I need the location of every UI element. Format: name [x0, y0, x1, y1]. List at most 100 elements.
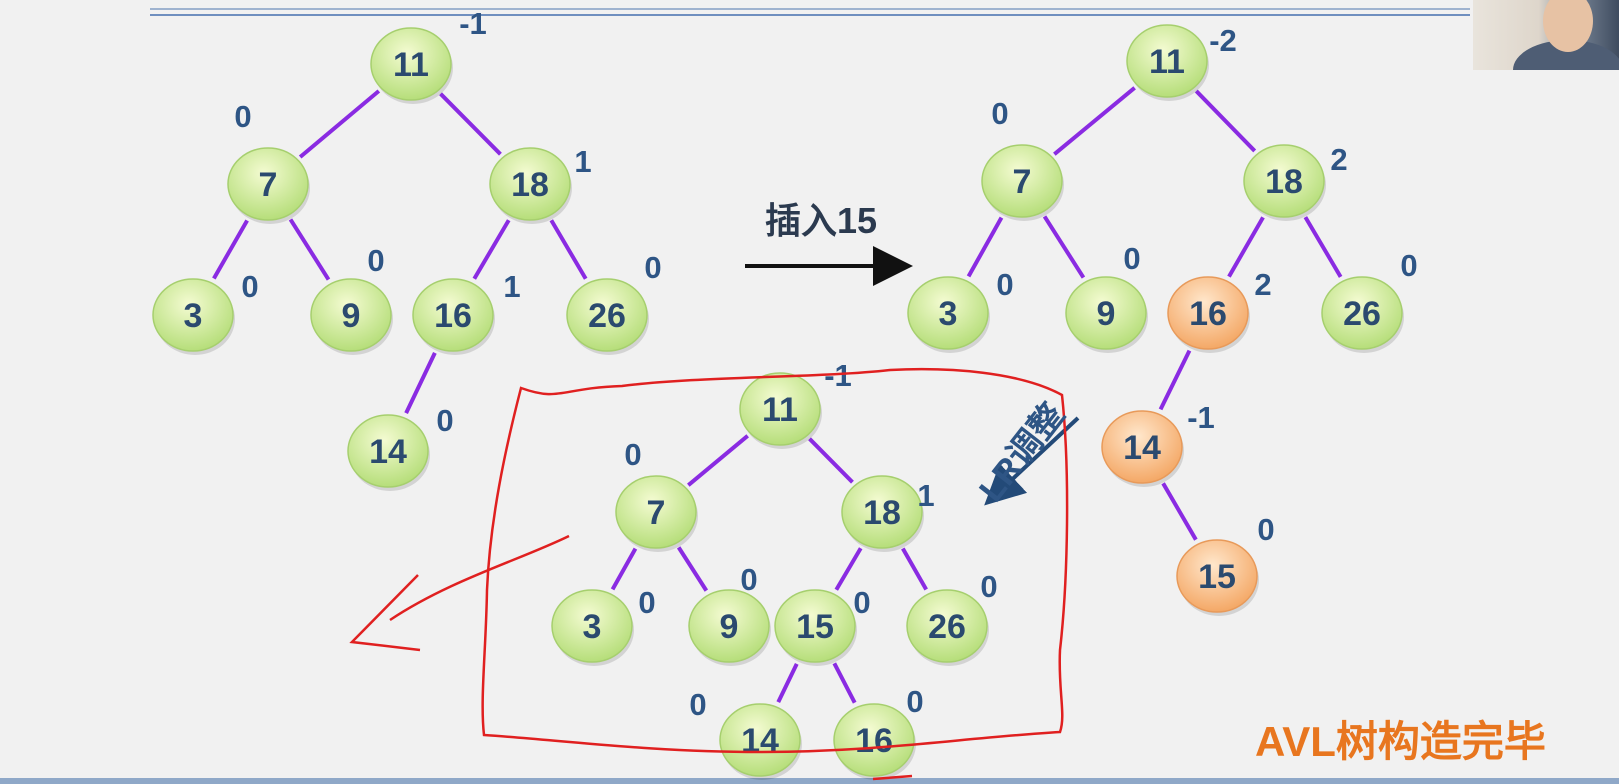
tree-edge [1053, 86, 1136, 156]
node-label: 16 [855, 722, 893, 760]
tree-edge [687, 434, 749, 487]
tree-edge [776, 662, 799, 704]
tree-edge [1303, 216, 1343, 278]
tree-node-11: 11 -2 [1126, 23, 1237, 101]
node-circle [688, 589, 770, 663]
tree-node-9: 90 [1065, 241, 1148, 353]
node-circle [227, 147, 309, 221]
tree-node-26: 260 [566, 250, 662, 355]
tree-edge [1194, 89, 1257, 153]
node-circle [907, 276, 989, 350]
tree-node-16: 160 [833, 684, 924, 780]
node-label: 7 [1013, 163, 1032, 201]
node-circle [981, 144, 1063, 218]
node-label: 9 [720, 608, 739, 646]
node-label: 9 [342, 297, 361, 335]
node-label: 16 [434, 297, 472, 335]
tree-node-3: 30 [152, 269, 259, 355]
balance-factor: 0 [1123, 241, 1140, 276]
balance-factor: 0 [624, 437, 641, 472]
webcam-overlay [1473, 0, 1619, 70]
balance-factor: 2 [1254, 267, 1271, 302]
edges-layer [212, 86, 1343, 704]
annotation-arrow [349, 534, 570, 652]
done-caption: AVL树构造完毕 [1255, 718, 1546, 765]
balance-factor: 1 [574, 144, 591, 179]
tree-edge [610, 547, 638, 591]
balance-factor: -2 [1209, 23, 1237, 58]
tree-node-18: 181 [489, 144, 592, 224]
balance-factor: 0 [740, 562, 757, 597]
tree-node-9: 90 [688, 562, 771, 666]
node-circle [566, 278, 648, 352]
node-circle [1065, 276, 1147, 350]
tree-edge [1161, 482, 1198, 541]
balance-factor: 0 [1400, 248, 1417, 283]
node-circle [833, 703, 915, 777]
node-circle [906, 589, 988, 663]
tree-edge [808, 437, 854, 484]
node-circle [1101, 410, 1183, 484]
node-circle [1243, 144, 1325, 218]
node-circle [774, 589, 856, 663]
node-circle [310, 278, 392, 352]
tree-edge [288, 218, 331, 281]
balance-factor: 0 [996, 267, 1013, 302]
node-label: 3 [184, 297, 203, 335]
tree-edge [1227, 216, 1265, 278]
balance-factor: -1 [459, 6, 487, 41]
node-label: 7 [647, 494, 666, 532]
node-label: 3 [939, 295, 958, 333]
node-label: 26 [928, 608, 966, 646]
node-circle [719, 703, 801, 777]
node-circle [841, 475, 923, 549]
tree-node-18: 182 [1243, 142, 1348, 221]
node-label: 16 [1189, 295, 1227, 333]
node-label: 11 [1149, 43, 1185, 81]
node-label: 26 [588, 297, 626, 335]
balance-factor: -1 [1187, 400, 1215, 435]
tree-node-7: 70 [227, 99, 310, 224]
nodes-layer: 11-170181309016126014011-270182309016226… [152, 6, 1418, 780]
node-label: 18 [863, 494, 901, 532]
tree-node-7: 70 [615, 437, 698, 552]
node-label: 15 [796, 608, 834, 646]
node-label: 7 [259, 166, 278, 204]
tree-node-14: 14 -1 [1101, 400, 1215, 487]
node-label: 14 [369, 433, 407, 471]
tree-edge [1158, 349, 1192, 411]
tree-edge [966, 216, 1004, 278]
node-label: 11 [762, 391, 798, 429]
balance-factor: 0 [991, 96, 1008, 131]
tree-node-11: 11-1 [370, 6, 487, 104]
tree-edge [1042, 215, 1086, 279]
tree-edge [212, 219, 249, 280]
lr-arrow [984, 416, 1080, 506]
balance-factor: 0 [1257, 512, 1274, 547]
footer-strip [0, 778, 1619, 784]
balance-factor: 0 [689, 687, 706, 722]
node-circle [1126, 24, 1208, 98]
node-circle [1176, 539, 1258, 613]
tree-node-3: 30 [551, 585, 656, 666]
tree-node-9: 90 [310, 243, 393, 355]
node-label: 3 [583, 608, 602, 646]
insert-caption: 插入15 [765, 200, 878, 241]
node-label: 9 [1097, 295, 1116, 333]
tree-edge [549, 219, 588, 280]
tree-edge [298, 89, 381, 159]
balance-factor: 1 [917, 478, 934, 513]
balance-factor: 0 [367, 243, 384, 278]
tree-node-7: 70 [981, 96, 1064, 221]
node-circle [615, 475, 697, 549]
node-label: 14 [1123, 429, 1161, 467]
annotation-box [481, 367, 1069, 754]
balance-factor: 0 [980, 569, 997, 604]
tree-node-14: 14 0 [689, 687, 802, 780]
node-label: 14 [741, 722, 779, 760]
tree-edge [676, 546, 709, 592]
node-label: 18 [1265, 163, 1303, 201]
tree-node-11: 11-1 [739, 358, 852, 449]
annotation-tick [872, 774, 913, 781]
